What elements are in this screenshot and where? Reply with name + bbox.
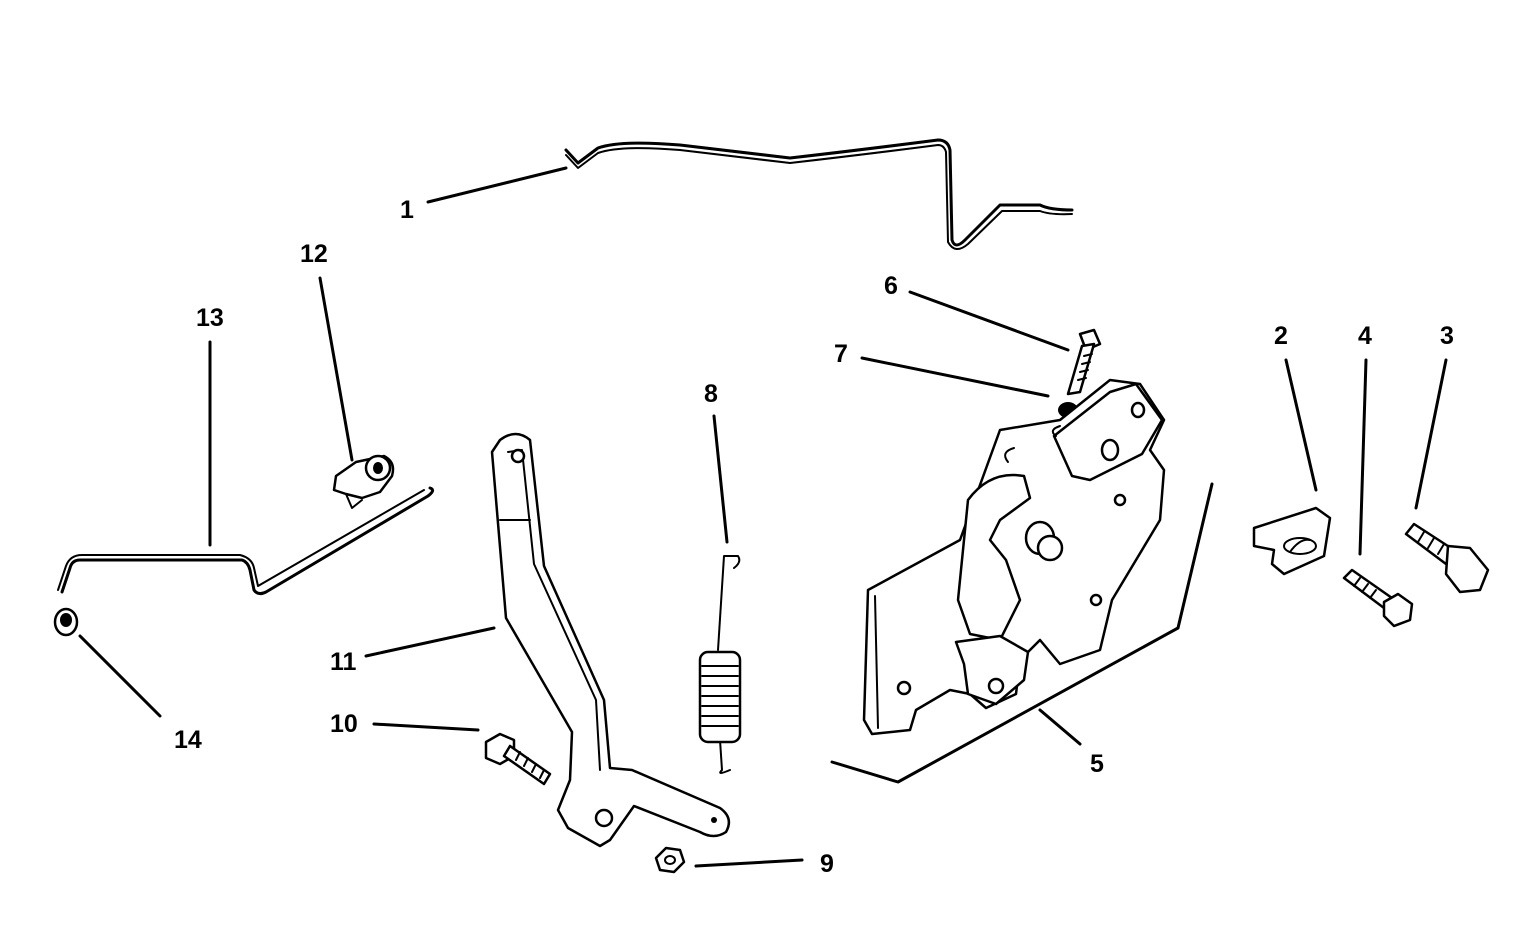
callout-14: 14 bbox=[174, 726, 202, 754]
part-5-control-plate-assembly bbox=[830, 378, 1214, 784]
callout-5: 5 bbox=[1090, 750, 1104, 778]
part-14-bushing bbox=[53, 607, 79, 637]
leader-5 bbox=[1038, 708, 1082, 746]
part-3-screw bbox=[1404, 522, 1490, 594]
callout-2: 2 bbox=[1274, 322, 1288, 350]
part-10-bolt bbox=[484, 732, 552, 786]
part-6-screw bbox=[1066, 328, 1102, 396]
part-12-clip bbox=[332, 454, 395, 509]
part-11-lever bbox=[490, 432, 731, 848]
leader-9 bbox=[694, 858, 804, 868]
callout-8: 8 bbox=[704, 380, 718, 408]
leader-7 bbox=[860, 356, 1050, 398]
callout-7: 7 bbox=[834, 340, 848, 368]
callout-4: 4 bbox=[1358, 322, 1372, 350]
callout-1: 1 bbox=[400, 196, 414, 224]
callout-13: 13 bbox=[196, 304, 224, 332]
leader-2 bbox=[1284, 358, 1318, 492]
part-4-screw bbox=[1342, 568, 1414, 628]
callout-6: 6 bbox=[884, 272, 898, 300]
leader-4 bbox=[1358, 358, 1368, 556]
leader-lines bbox=[78, 166, 1448, 868]
leader-11 bbox=[364, 626, 496, 658]
leader-14 bbox=[78, 634, 162, 718]
leader-12 bbox=[318, 276, 354, 462]
part-1-rod bbox=[564, 138, 1074, 250]
callout-10: 10 bbox=[330, 710, 358, 738]
leader-3 bbox=[1414, 358, 1448, 510]
part-2-cable-clamp bbox=[1252, 506, 1332, 576]
callout-12: 12 bbox=[300, 240, 328, 268]
leader-10 bbox=[372, 722, 480, 732]
callout-9: 9 bbox=[820, 850, 834, 878]
callout-3: 3 bbox=[1440, 322, 1454, 350]
part-9-nut bbox=[654, 846, 686, 874]
leader-6 bbox=[908, 290, 1070, 352]
part-13-link-rod bbox=[57, 486, 435, 596]
leader-8 bbox=[712, 414, 729, 544]
part-8-spring bbox=[698, 555, 742, 774]
callout-labels: 1 2 3 4 5 6 7 8 9 10 11 12 13 14 bbox=[174, 196, 1454, 878]
callout-11: 11 bbox=[330, 648, 357, 676]
leader-1 bbox=[426, 166, 568, 204]
